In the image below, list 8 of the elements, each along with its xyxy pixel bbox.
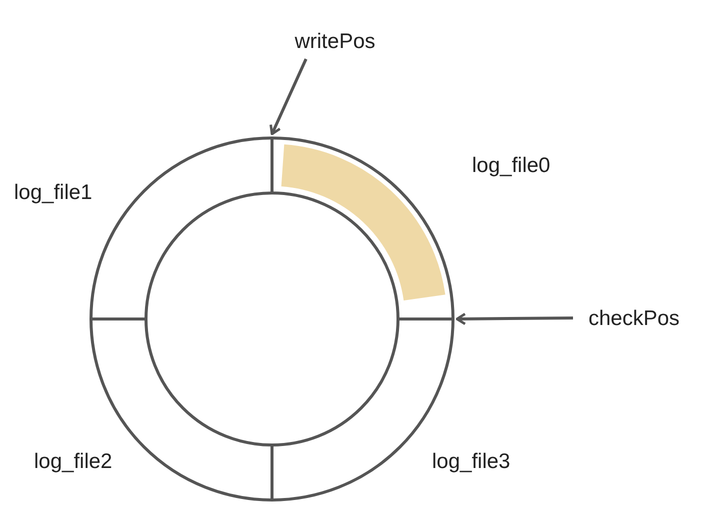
segment-label: log_file1: [14, 180, 92, 206]
segment-label: log_file0: [472, 153, 550, 179]
arrow: [270, 58, 308, 136]
segment-label: log_file2: [34, 449, 112, 475]
pointer-label: writePos: [294, 29, 376, 56]
arrow: [456, 312, 574, 326]
segment-label: log_file3: [432, 449, 510, 475]
pointer-label: checkPos: [588, 306, 680, 332]
